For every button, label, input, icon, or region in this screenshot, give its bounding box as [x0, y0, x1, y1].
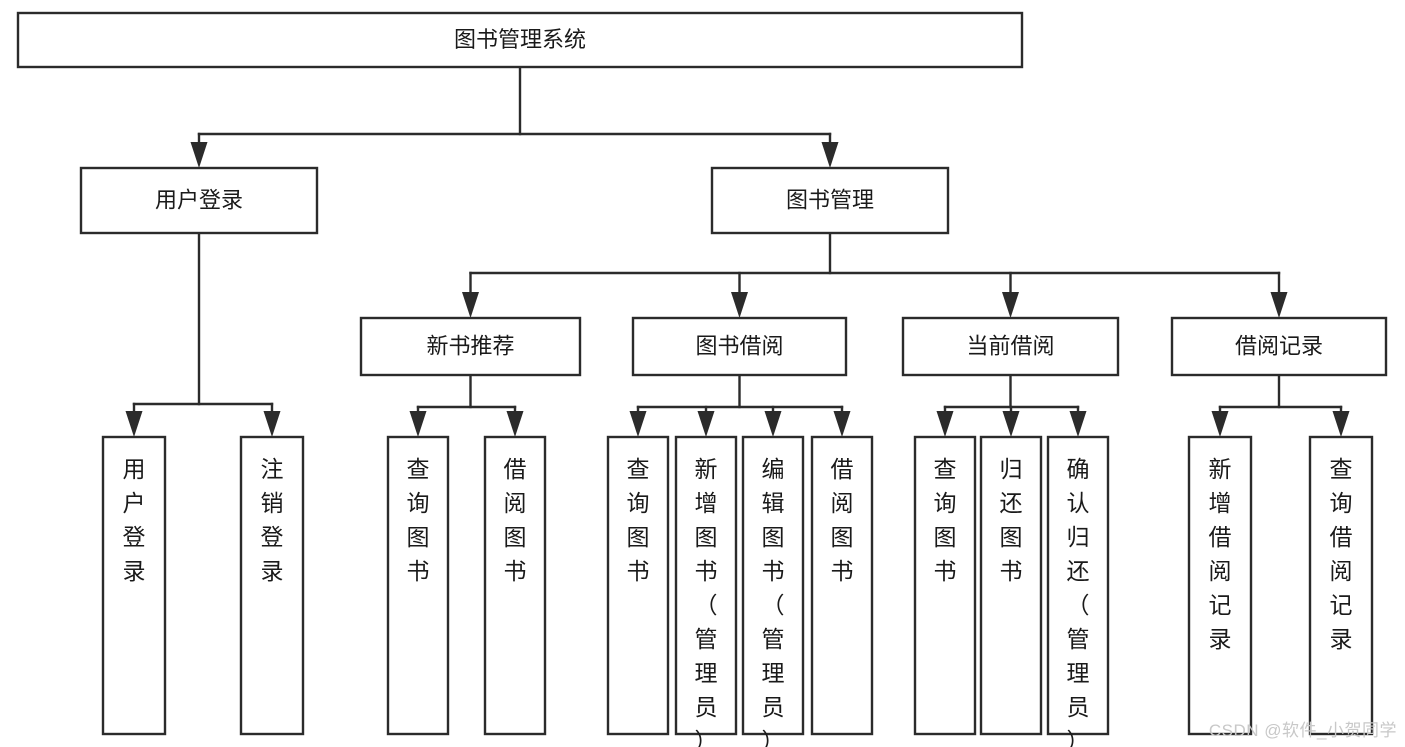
- arrow-head-user-login: [190, 142, 208, 168]
- node-leaf-query-borrow-record[interactable]: 查询借阅记录: [1308, 435, 1374, 736]
- arrow-head-leaf-query-book-current: [936, 411, 954, 437]
- node-layer: 图书管理系统用户登录图书管理新书推荐图书借阅当前借阅借阅记录用户登录注销登录查询…: [16, 11, 1388, 747]
- node-box-leaf-confirm-return: [1046, 435, 1110, 736]
- node-new-book-recommend[interactable]: 新书推荐: [359, 316, 582, 377]
- node-leaf-logout[interactable]: 注销登录: [239, 435, 305, 736]
- node-box-new-book-recommend: [359, 316, 582, 377]
- node-label-new-book-recommend: 新书推荐: [426, 333, 514, 358]
- node-box-root: [16, 11, 1024, 69]
- node-box-leaf-user-login: [101, 435, 167, 736]
- node-leaf-add-book[interactable]: 新增图书（管理员）: [674, 435, 738, 747]
- arrow-head-current-borrow: [1002, 292, 1019, 318]
- node-box-leaf-return-book: [979, 435, 1043, 736]
- node-leaf-confirm-return[interactable]: 确认归还（管理员）: [1046, 435, 1110, 747]
- arrow-head-leaf-return-book: [1002, 411, 1020, 437]
- node-book-borrow[interactable]: 图书借阅: [631, 316, 848, 377]
- node-leaf-edit-book[interactable]: 编辑图书（管理员）: [741, 435, 805, 747]
- node-book-management[interactable]: 图书管理: [710, 166, 950, 235]
- node-label-user-login: 用户登录: [155, 187, 243, 212]
- node-box-leaf-query-book-recommend: [386, 435, 450, 736]
- arrow-head-book-borrow: [731, 292, 748, 318]
- connector-group-root: [190, 65, 839, 168]
- node-label-leaf-query-book-borrow: 查询图书: [627, 456, 650, 584]
- connector-group-current-borrow: [936, 373, 1087, 437]
- arrow-head-leaf-query-borrow-record: [1332, 411, 1350, 437]
- csdn-watermark: CSDN @软件_小贺同学: [1208, 721, 1397, 740]
- node-leaf-query-book-recommend[interactable]: 查询图书: [386, 435, 450, 736]
- node-label-leaf-query-borrow-record: 查询借阅记录: [1330, 456, 1353, 652]
- arrow-head-leaf-confirm-return: [1069, 411, 1087, 437]
- connector-group-user-login: [125, 231, 281, 437]
- node-label-book-borrow: 图书借阅: [695, 333, 783, 358]
- node-label-leaf-logout: 注销登录: [261, 456, 284, 584]
- node-box-leaf-add-book: [674, 435, 738, 736]
- node-label-root: 图书管理系统: [454, 27, 586, 52]
- node-label-leaf-query-book-current: 查询图书: [934, 456, 957, 584]
- arrow-head-book-management: [821, 142, 839, 168]
- node-root[interactable]: 图书管理系统: [16, 11, 1024, 69]
- connector-group-book-borrow: [629, 373, 851, 437]
- node-label-leaf-add-borrow-record: 新增借阅记录: [1209, 456, 1232, 652]
- node-box-book-borrow: [631, 316, 848, 377]
- node-borrow-record[interactable]: 借阅记录: [1170, 316, 1388, 377]
- node-box-leaf-borrow-book-recommend: [483, 435, 547, 736]
- node-leaf-borrow-book-recommend[interactable]: 借阅图书: [483, 435, 547, 736]
- node-current-borrow[interactable]: 当前借阅: [901, 316, 1120, 377]
- node-box-leaf-edit-book: [741, 435, 805, 736]
- arrow-head-leaf-edit-book: [764, 411, 782, 437]
- connector-layer: [125, 65, 1350, 437]
- node-box-leaf-add-borrow-record: [1187, 435, 1253, 736]
- node-box-leaf-query-book-current: [913, 435, 977, 736]
- node-label-book-management: 图书管理: [786, 187, 874, 212]
- node-leaf-add-borrow-record[interactable]: 新增借阅记录: [1187, 435, 1253, 736]
- node-box-leaf-query-book-borrow: [606, 435, 670, 736]
- node-label-leaf-query-book-recommend: 查询图书: [407, 456, 430, 584]
- arrow-head-leaf-query-book-recommend: [409, 411, 427, 437]
- node-label-leaf-return-book: 归还图书: [1000, 456, 1023, 584]
- node-label-leaf-borrow-book-recommend: 借阅图书: [504, 456, 527, 584]
- node-box-borrow-record: [1170, 316, 1388, 377]
- node-label-leaf-confirm-return: 确认归还（管理员）: [1067, 456, 1090, 747]
- node-leaf-borrow-book[interactable]: 借阅图书: [810, 435, 874, 736]
- node-box-book-management: [710, 166, 950, 235]
- node-leaf-query-book-borrow[interactable]: 查询图书: [606, 435, 670, 736]
- connector-group-new-book-recommend: [409, 373, 524, 437]
- arrow-head-borrow-record: [1270, 292, 1288, 318]
- node-leaf-return-book[interactable]: 归还图书: [979, 435, 1043, 736]
- arrow-head-leaf-logout: [263, 411, 281, 437]
- node-label-leaf-user-login: 用户登录: [123, 456, 146, 584]
- node-box-current-borrow: [901, 316, 1120, 377]
- arrow-head-leaf-user-login: [125, 411, 143, 437]
- arrow-head-leaf-query-book-borrow: [629, 411, 647, 437]
- node-box-leaf-borrow-book: [810, 435, 874, 736]
- arrow-head-leaf-borrow-book-recommend: [506, 411, 524, 437]
- node-box-leaf-query-borrow-record: [1308, 435, 1374, 736]
- node-user-login[interactable]: 用户登录: [79, 166, 319, 235]
- arrow-head-leaf-add-book: [697, 411, 715, 437]
- node-box-leaf-logout: [239, 435, 305, 736]
- arrow-head-leaf-add-borrow-record: [1211, 411, 1229, 437]
- node-label-leaf-borrow-book: 借阅图书: [831, 456, 854, 584]
- node-label-borrow-record: 借阅记录: [1235, 333, 1323, 358]
- node-box-user-login: [79, 166, 319, 235]
- node-leaf-query-book-current[interactable]: 查询图书: [913, 435, 977, 736]
- node-leaf-user-login[interactable]: 用户登录: [101, 435, 167, 736]
- node-label-leaf-add-book: 新增图书（管理员）: [695, 456, 718, 747]
- node-label-current-borrow: 当前借阅: [966, 333, 1054, 358]
- connector-group-book-management: [462, 231, 1288, 318]
- node-label-leaf-edit-book: 编辑图书（管理员）: [762, 456, 785, 747]
- arrow-head-new-book-recommend: [462, 292, 479, 318]
- connector-group-borrow-record: [1211, 373, 1350, 437]
- arrow-head-leaf-borrow-book: [833, 411, 851, 437]
